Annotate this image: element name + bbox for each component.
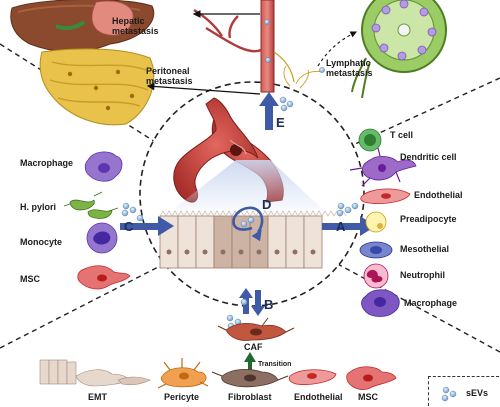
peritoneal-metastasis-label: Peritoneal metastasis: [146, 66, 193, 86]
route-b-vesicles: [226, 298, 248, 330]
stomach-small-illustration: [91, 0, 134, 36]
route-c-label: C: [124, 219, 134, 234]
left-cell-label-h-pylori: H. pylori: [20, 202, 57, 212]
hepatic-metastasis-label: Hepatic metastasis: [112, 16, 159, 36]
endothelial-right-icon: [360, 188, 411, 204]
route-c-vesicles: [121, 202, 144, 222]
t-cell-icon: [358, 128, 382, 152]
arrow-to-lymphatic: [317, 31, 357, 67]
route-a-vesicles: [336, 202, 359, 217]
bottom-cell-label-endothelial: Endothelial: [294, 392, 343, 402]
focus-beam: [162, 160, 332, 218]
right-cell-label-mesothelial: Mesothelial: [400, 244, 450, 254]
right-cell-label-preadipocyte: Preadipocyte: [400, 214, 457, 224]
blood-vessel: [193, 0, 295, 93]
right-cell-label-t-cell: T cell: [390, 130, 414, 140]
macrophage-left-icon: [84, 151, 123, 182]
endothelial-bottom-icon: [288, 369, 337, 385]
bottom-cell-label-pericyte: Pericyte: [164, 392, 200, 402]
right-cell-label-endothelial: Endothelial: [414, 190, 463, 200]
route-d-loop: [232, 206, 264, 242]
lymphatic-metastasis-label: Lymphatic metastasis: [326, 58, 373, 78]
neutrophil-icon: [363, 263, 389, 289]
legend-vesicles: [441, 386, 457, 402]
route-a-label: A: [336, 219, 346, 234]
right-cell-label-macrophage: Macrophage: [404, 298, 458, 308]
peritoneum-illustration: [39, 48, 155, 126]
bottom-cell-label-msc: MSC: [358, 392, 378, 402]
route-b-label: B: [264, 297, 274, 312]
route-d-vesicles: [240, 216, 255, 228]
route-e-label: E: [276, 115, 285, 130]
legend-label: sEVs: [466, 388, 489, 398]
transition-label: Transition: [258, 361, 292, 368]
monocyte-icon: [86, 222, 118, 254]
route-e-arrow: [259, 92, 279, 130]
macrophage-right-icon: [361, 289, 400, 317]
divider-bottom-right: [333, 261, 500, 353]
route-b-arrows: [239, 288, 265, 316]
route-d-label: D: [262, 197, 272, 212]
right-cell-label-neutrophil: Neutrophil: [400, 270, 445, 280]
divider-bottom-left: [0, 261, 169, 349]
lymph-vessels: [283, 65, 323, 89]
epithelium: [159, 210, 347, 269]
lymph-node-illustration: [351, 0, 447, 99]
caf-cell: [217, 317, 295, 341]
right-cell-label-dendritic-cell: Dendritic cell: [400, 152, 457, 162]
route-e-vesicles: [279, 96, 294, 112]
metastasis-arrows: [146, 10, 261, 95]
legend-box: [428, 376, 499, 406]
left-cell-label-msc: MSC: [20, 274, 40, 284]
transition-arrow: [244, 352, 256, 376]
msc-bottom-icon: [346, 366, 397, 390]
dendritic-cell-icon: [349, 147, 417, 187]
preadipocyte-icon: [365, 211, 387, 233]
msc-left-icon: [77, 265, 131, 290]
arrow-to-peritoneal: [146, 82, 261, 95]
route-c-arrow: [120, 216, 174, 236]
h-pylori-icon: [63, 191, 119, 219]
left-cell-label-monocyte: Monocyte: [20, 237, 63, 247]
bottom-cell-label-emt: EMT: [88, 392, 107, 402]
fibroblast-icon: [211, 368, 289, 388]
mesothelial-icon: [359, 241, 393, 259]
bottom-cell-label-fibroblast: Fibroblast: [228, 392, 272, 402]
emt-icon: [39, 359, 151, 387]
left-cell-label-macrophage: Macrophage: [20, 158, 74, 168]
pericyte-icon: [157, 358, 209, 389]
caf-label: CAF: [244, 342, 263, 352]
